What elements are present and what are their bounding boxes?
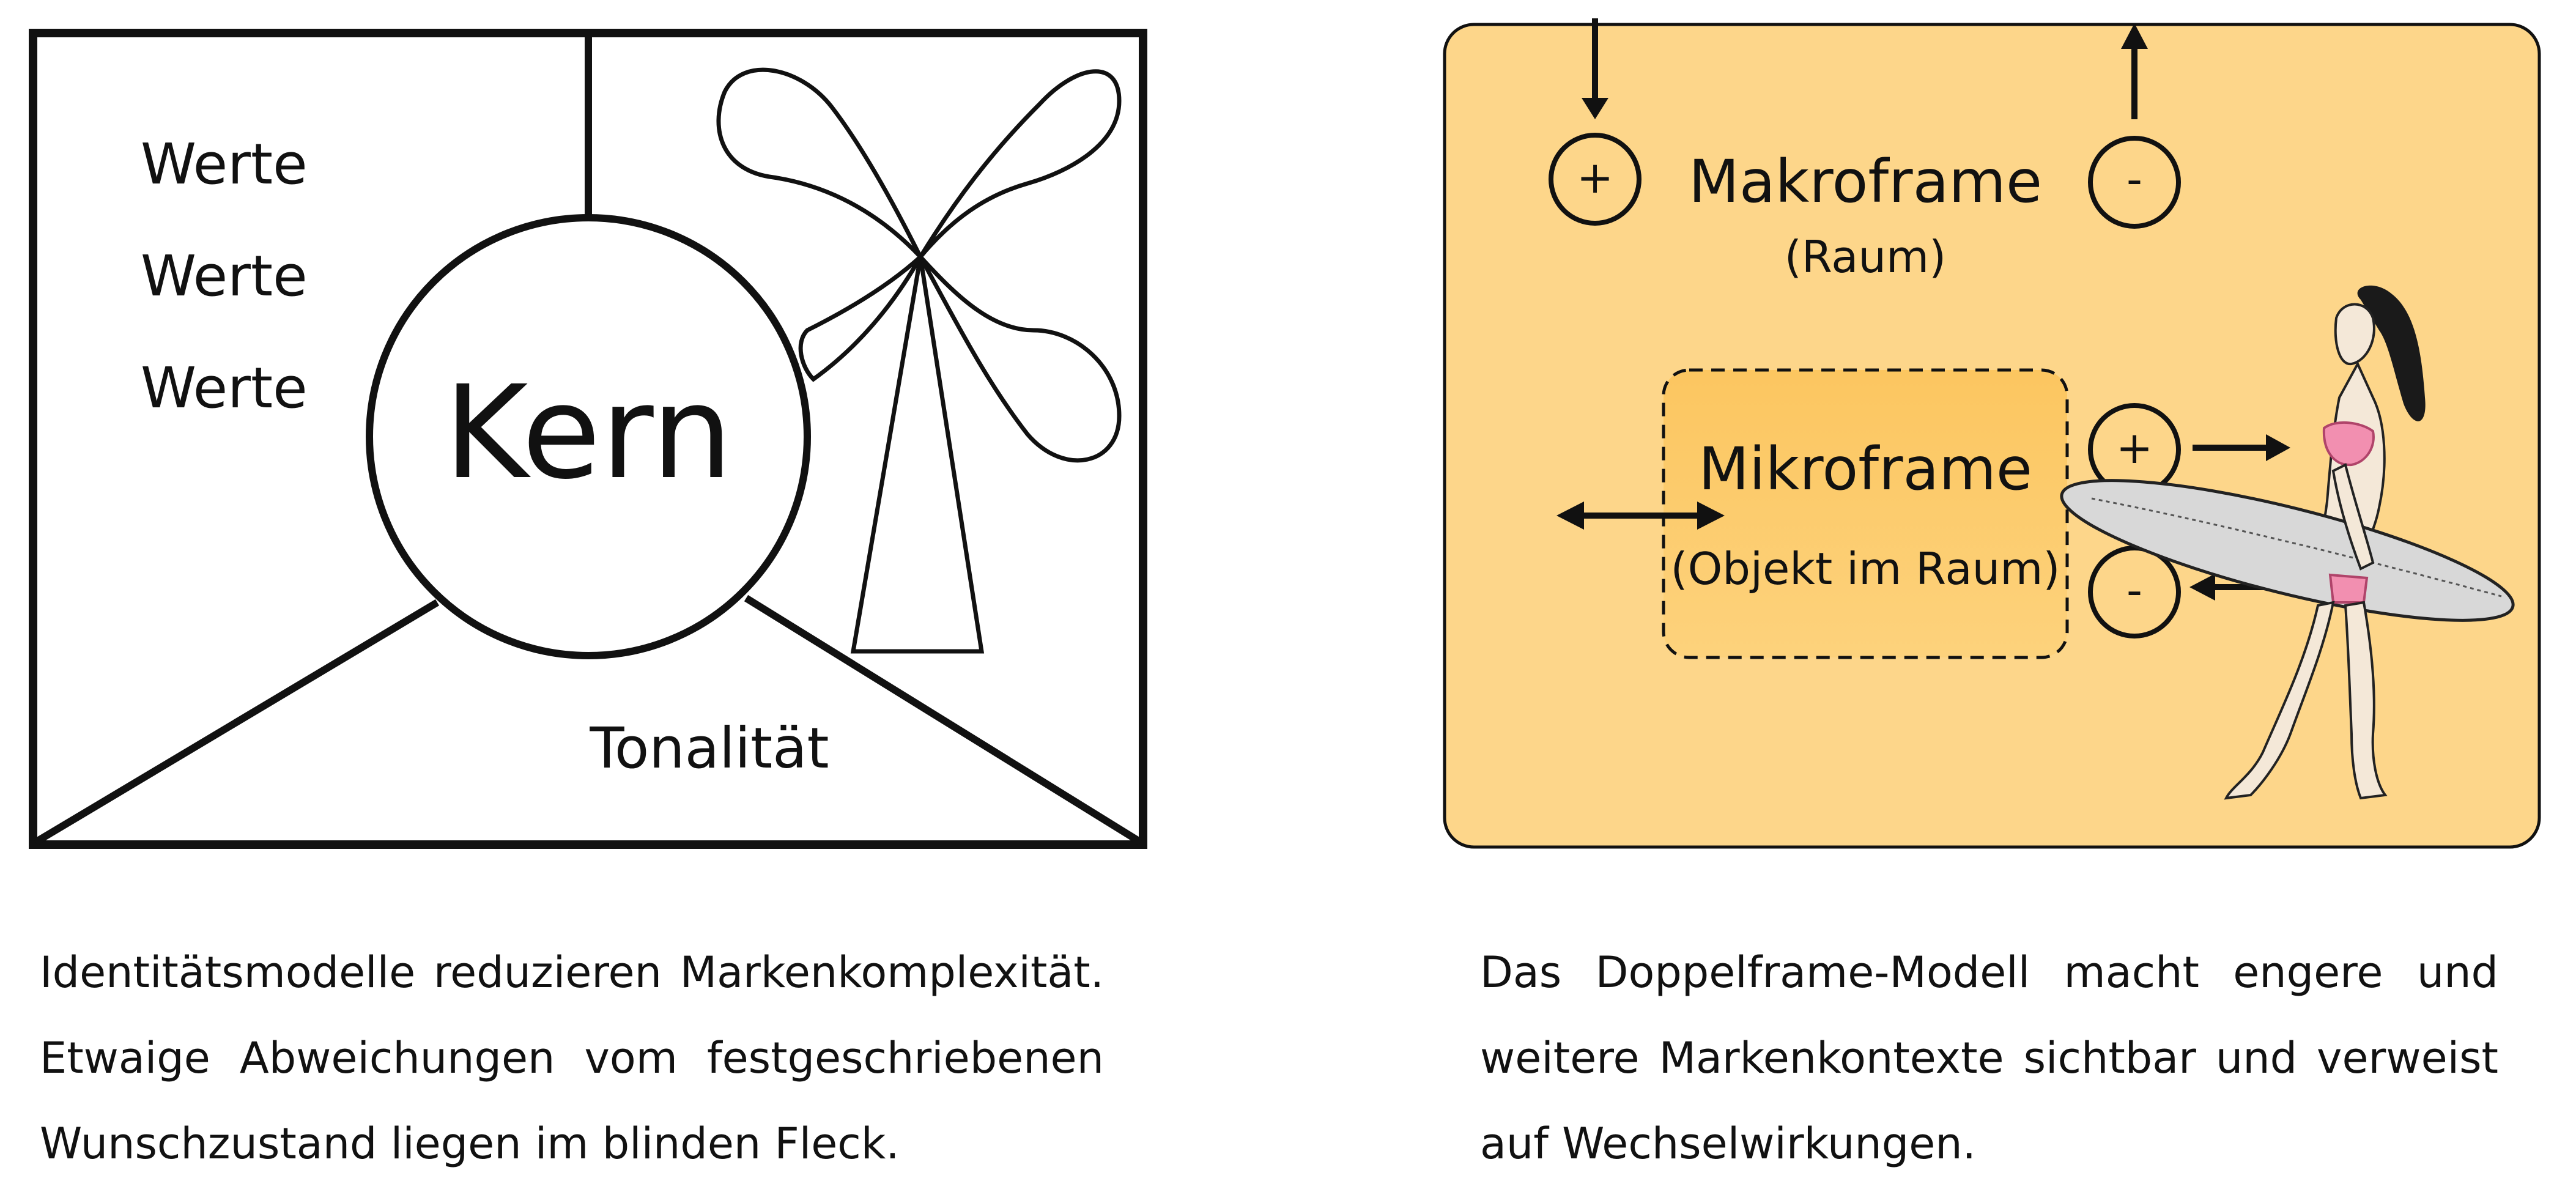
macroframe-subtitle: (Raum) [1785, 231, 1947, 283]
arrow-down-head [1582, 98, 1608, 119]
caption-right-line-2: weitere Markenkontexte sichtbar und verw… [1480, 1033, 2498, 1083]
caption-left-line-3: Wunschzustand liegen im blinden Fleck. [40, 1119, 900, 1169]
values-label-1: Werte [141, 131, 308, 197]
arrow-right-head [2266, 434, 2290, 461]
macro-minus-circle [2088, 136, 2181, 229]
windmill-icon [716, 67, 1122, 654]
microframe-box [1662, 368, 2069, 659]
caption-identity-model: Identitätsmodelle reduzieren Markenkompl… [40, 930, 1104, 1186]
core-label: Kern [444, 358, 733, 508]
surfer-illustration [2060, 285, 2515, 800]
core-circle [366, 214, 811, 659]
macroframe-title: Makroframe [1689, 147, 2042, 216]
caption-left-line-1: Identitätsmodelle reduzieren Markenkompl… [40, 947, 1104, 998]
caption-right-line-3: auf Wechselwirkungen. [1480, 1119, 1976, 1169]
macro-minus-symbol: - [2126, 154, 2142, 205]
macro-plus-symbol: + [1577, 152, 1613, 203]
micro-minus-circle [2088, 546, 2181, 639]
tonality-label: Tonalität [589, 716, 829, 781]
figure-canvas: Werte Werte Werte Kern Tonalität + [29, 18, 2541, 849]
micro-plus-symbol: + [2116, 422, 2153, 473]
arrow-up-head [2121, 23, 2148, 49]
caption-left-line-2: Etwaige Abweichungen vom festgeschrieben… [40, 1033, 1104, 1083]
divider-bottom-right [744, 594, 1143, 846]
bidirectional-arrow-left-head [1556, 502, 1584, 530]
double-frame-diagram: + - Makroframe (Raum) Mikroframe (Objekt… [1443, 18, 2541, 849]
caption-right-line-1: Das Doppelframe-Modell macht engere und [1480, 947, 2498, 998]
microframe-title: Mikroframe [1698, 435, 2032, 503]
microframe-subtitle: (Objekt im Raum) [1670, 543, 2060, 594]
identity-model-diagram: Werte Werte Werte Kern Tonalität [29, 29, 1147, 849]
caption-double-frame-model: Das Doppelframe-Modell macht engere und … [1480, 930, 2498, 1186]
macro-plus-circle [1549, 133, 1641, 226]
bidirectional-arrow-right-head [1697, 502, 1725, 530]
divider-bottom-left [33, 599, 440, 846]
values-label-2: Werte [141, 243, 308, 309]
micro-minus-symbol: - [2126, 564, 2142, 616]
arrow-left-head [2189, 574, 2215, 601]
values-label-3: Werte [141, 355, 308, 421]
